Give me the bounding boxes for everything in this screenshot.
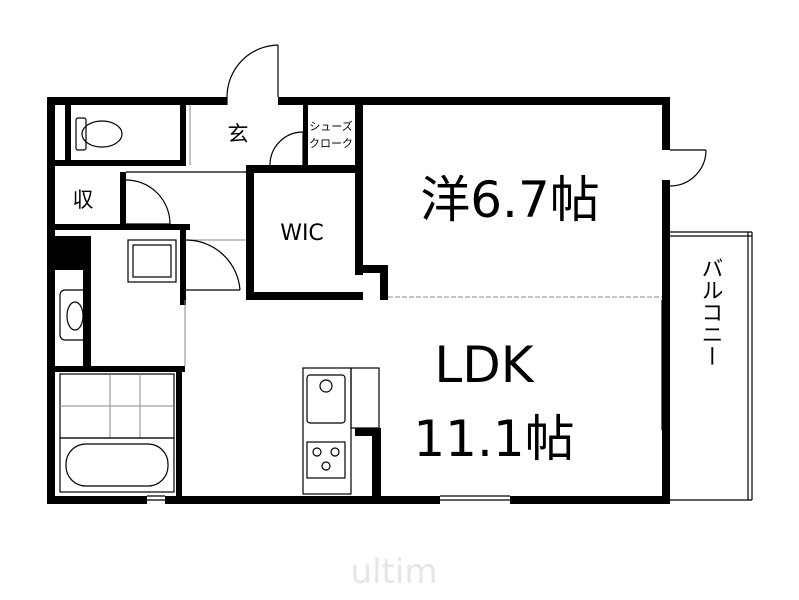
- room-label-shoe-cloak-2: クローク: [309, 137, 353, 150]
- kitchen-counter: [302, 367, 380, 495]
- watermark: ultim: [351, 552, 438, 592]
- room-label-balcony: バルコニー: [698, 257, 723, 367]
- thin-lines: [126, 105, 667, 501]
- doors: [125, 44, 707, 291]
- room-label-western: 洋6.7帖: [420, 171, 600, 229]
- room-label-ldk: LDK: [434, 336, 534, 394]
- interior-walls: [55, 105, 388, 503]
- room-label-storage: 収: [73, 188, 94, 212]
- shower-area: [59, 373, 175, 439]
- room-label-wic: WIC: [280, 221, 324, 246]
- washbasin-fixture: [59, 289, 89, 341]
- room-label-shoe-cloak-1: シューズ: [309, 119, 352, 133]
- toilet-fixture: [75, 117, 123, 151]
- room-label-entrance: 玄: [228, 122, 249, 146]
- washing-machine-fixture: [127, 239, 177, 283]
- room-label-ldk-size: 11.1帖: [413, 410, 574, 468]
- balcony-railing: [670, 231, 753, 501]
- bathtub-fixture: [59, 437, 175, 493]
